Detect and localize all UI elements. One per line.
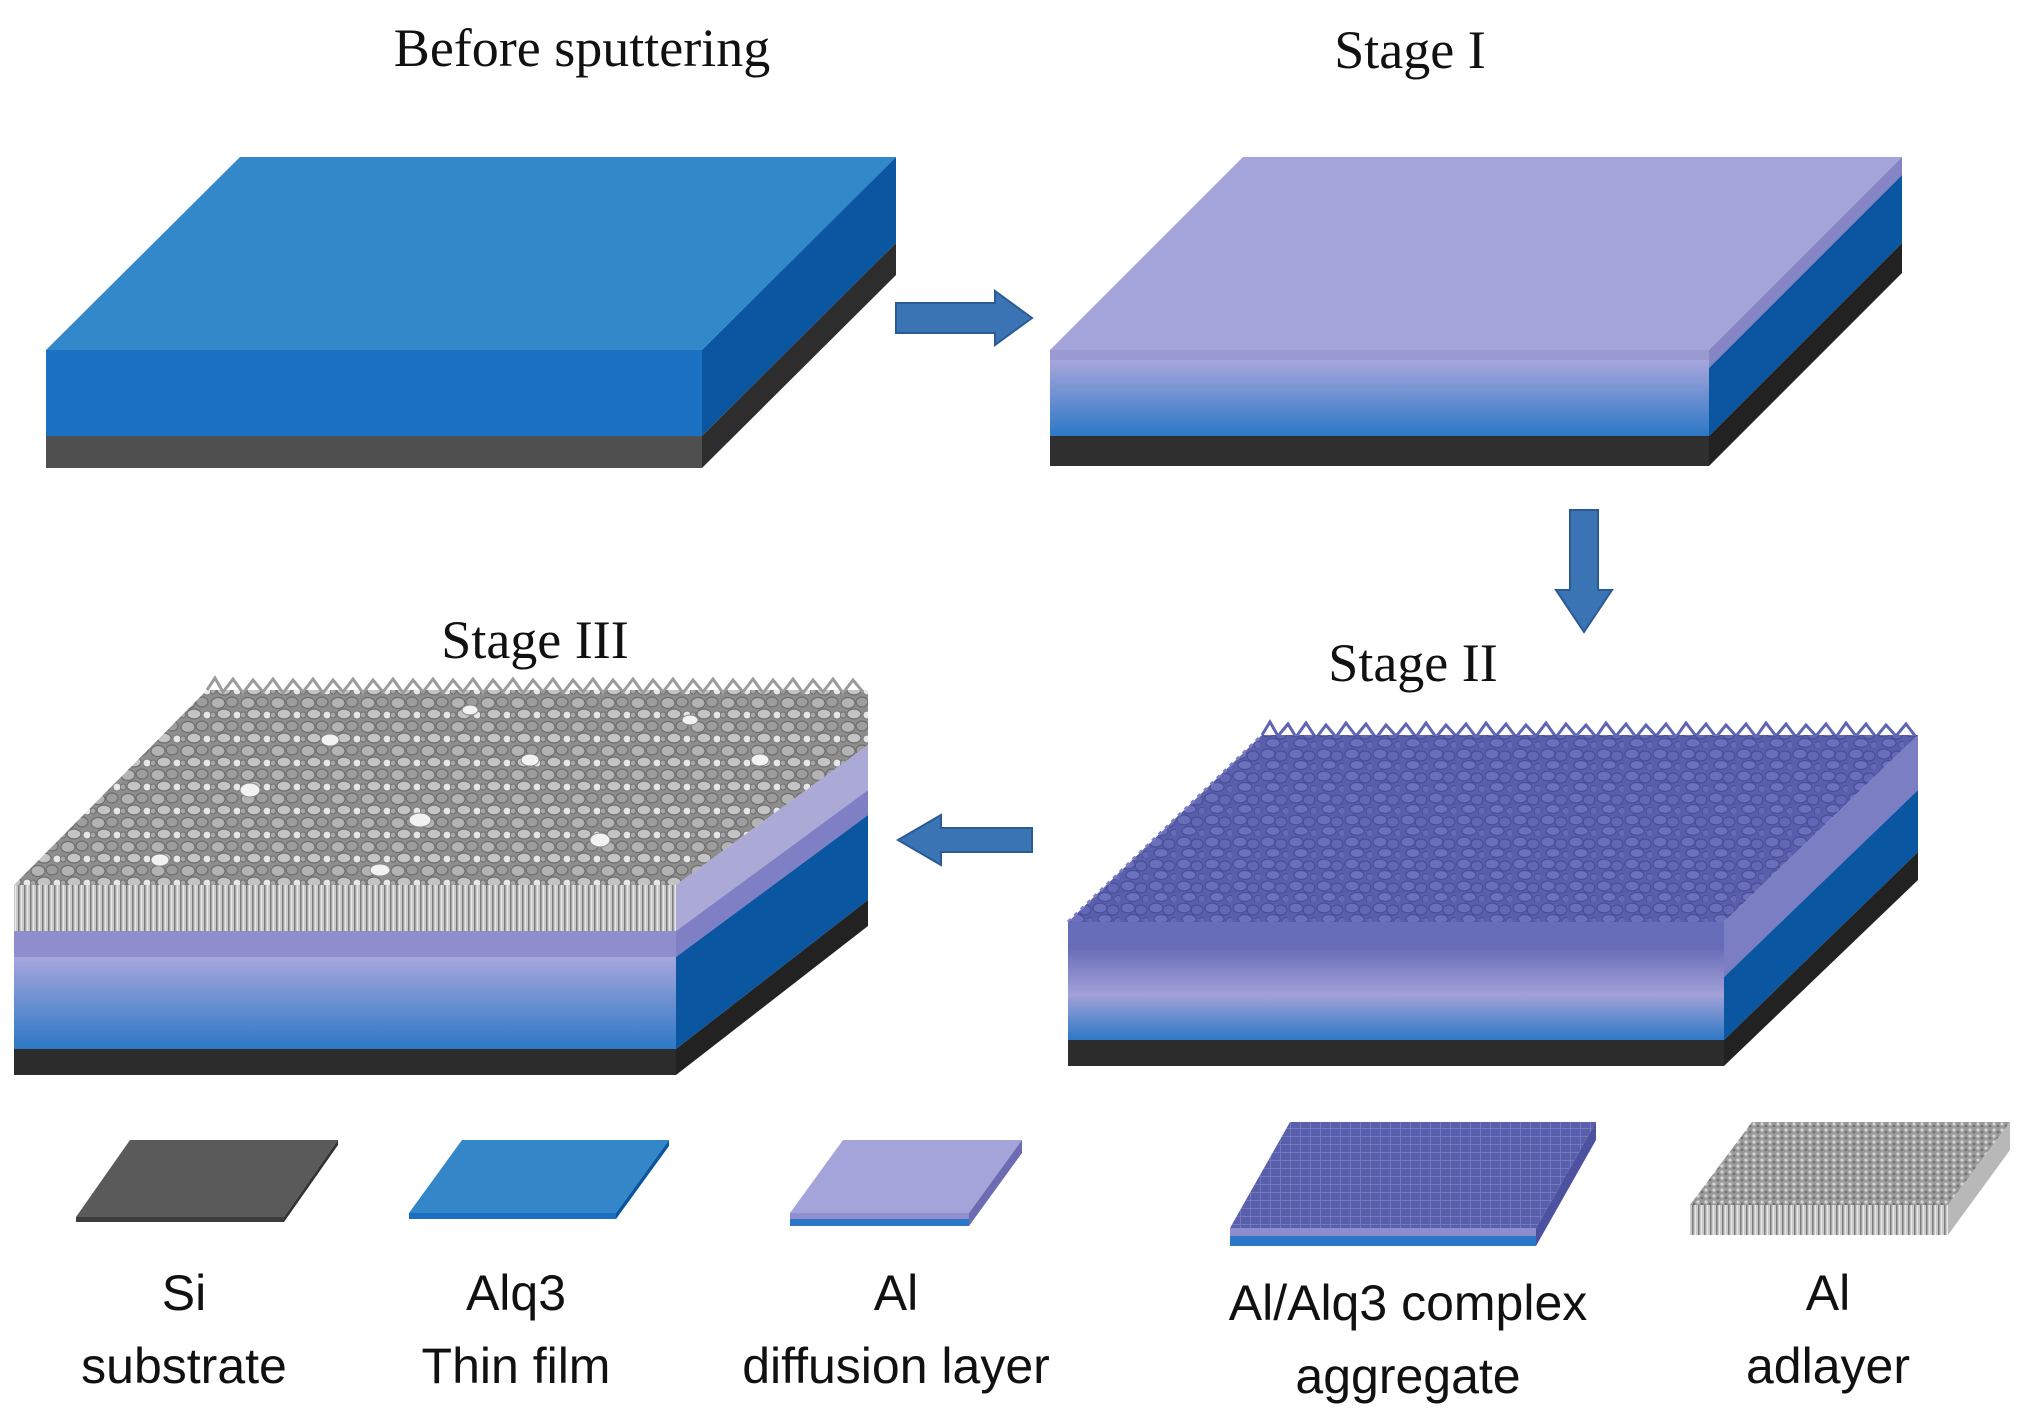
arrow-right <box>895 289 1034 347</box>
legend-label-alq3-line1: Alq3 <box>466 1265 566 1321</box>
legend-swatch-complex <box>1230 1122 1596 1246</box>
arrow-left <box>896 813 1033 867</box>
legend-label-si-line2: substrate <box>81 1338 287 1394</box>
legend-label-adlayer-line2: adlayer <box>1746 1338 1910 1394</box>
legend-label-complex-line1: Al/Alq3 complex <box>1229 1275 1588 1331</box>
title-stage-2: Stage II <box>1328 633 1497 693</box>
arrow-down <box>1554 509 1614 634</box>
title-stage-1: Stage I <box>1334 20 1485 80</box>
legend-label-alq3-line2: Thin film <box>422 1338 611 1394</box>
legend-swatch-al-diffusion <box>790 1140 1022 1226</box>
block-stage-1 <box>1050 157 1902 466</box>
legend-label-al-diffusion-line1: Al <box>874 1265 918 1321</box>
title-before-sputtering: Before sputtering <box>394 18 770 78</box>
block-stage-3 <box>14 675 868 1075</box>
block-before-sputtering <box>46 157 896 468</box>
legend-label-adlayer-line1: Al <box>1806 1265 1850 1321</box>
legend-swatch-si <box>76 1140 338 1222</box>
legend-label-complex-line2: aggregate <box>1295 1348 1520 1404</box>
legend-swatch-alq3 <box>409 1140 669 1219</box>
title-stage-3: Stage III <box>441 610 628 670</box>
legend-label-al-diffusion-line2: diffusion layer <box>742 1338 1050 1394</box>
legend-swatch-adlayer <box>1690 1122 2010 1235</box>
legend-label-si-line1: Si <box>162 1265 206 1321</box>
block-stage-2 <box>1066 719 1918 1066</box>
